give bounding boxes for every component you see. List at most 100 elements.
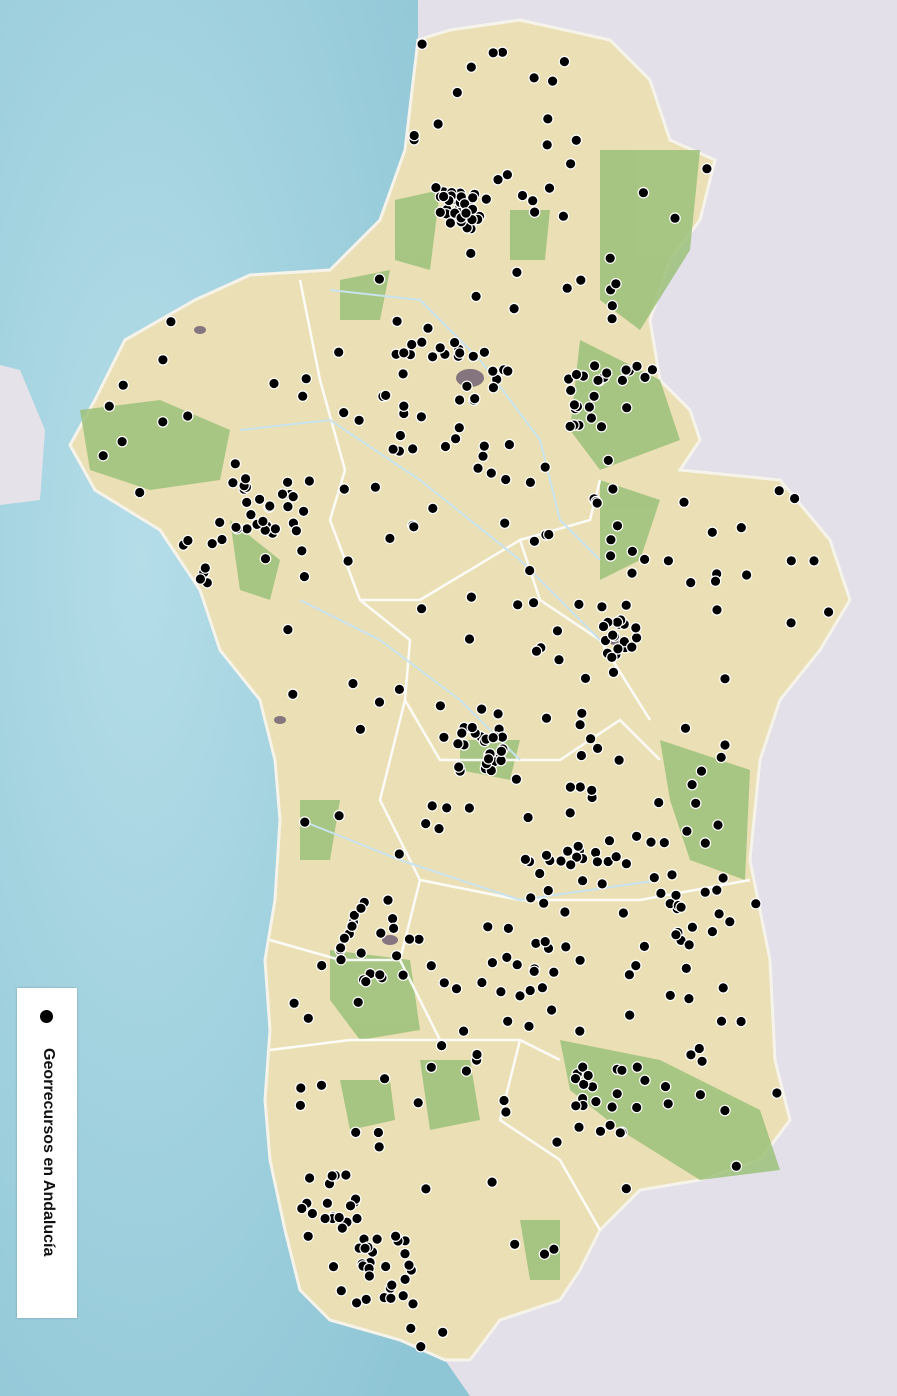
georesource-point <box>287 490 299 503</box>
georesource-point <box>450 982 463 995</box>
georesource-point <box>616 374 629 387</box>
georesource-point <box>408 129 420 142</box>
georesource-point <box>466 721 479 734</box>
georesource-point <box>181 410 194 422</box>
georesource-point <box>340 1169 352 1181</box>
georesource-point <box>453 347 466 359</box>
georesource-point <box>281 476 294 489</box>
georesource-point <box>570 134 583 147</box>
georesource-point <box>499 473 512 486</box>
georesource-point <box>478 346 491 359</box>
georesource-point <box>487 381 500 394</box>
georesource-point <box>591 497 603 509</box>
georesource-point <box>655 887 667 900</box>
georesource-point <box>403 933 416 945</box>
georesource-point <box>492 708 504 720</box>
georesource-point <box>606 1101 618 1113</box>
georesource-point <box>637 186 650 199</box>
georesource-point <box>536 981 549 994</box>
georesource-point <box>386 912 399 925</box>
georesource-point <box>785 617 797 629</box>
georesource-point <box>337 406 350 419</box>
georesource-point <box>463 633 476 645</box>
georesource-point <box>437 190 450 203</box>
georesource-point <box>449 432 462 445</box>
georesource-point <box>564 858 577 871</box>
georesource-point <box>352 996 364 1009</box>
georesource-point <box>511 598 524 611</box>
georesource-point <box>296 390 309 402</box>
georesource-point <box>498 1094 510 1107</box>
georesource-point <box>564 420 576 433</box>
georesource-point <box>259 552 272 565</box>
georesource-point <box>397 347 410 359</box>
georesource-point <box>486 1176 498 1188</box>
georesource-point <box>600 367 613 379</box>
georesource-point <box>683 992 695 1005</box>
georesource-point <box>596 878 608 890</box>
georesource-point <box>551 625 564 637</box>
georesource-point <box>595 420 608 433</box>
georesource-point <box>501 365 514 377</box>
georesource-point <box>500 1106 512 1118</box>
georesource-point <box>701 162 713 175</box>
georesource-point <box>693 1042 706 1055</box>
georesource-point <box>315 959 328 972</box>
georesource-point <box>719 739 731 751</box>
georesource-point <box>405 338 418 351</box>
georesource-point <box>360 1293 372 1306</box>
georesource-point <box>302 1230 314 1243</box>
georesource-point <box>230 521 242 534</box>
georesource-point <box>570 368 583 381</box>
georesource-point <box>397 368 409 380</box>
georesource-point <box>573 1025 586 1037</box>
georesource-point <box>455 727 468 739</box>
georesource-point <box>588 360 601 372</box>
georesource-point <box>589 846 602 859</box>
georesource-point <box>675 901 687 913</box>
georesource-point <box>350 1297 363 1309</box>
georesource-point <box>547 966 560 978</box>
georesource-point <box>269 523 282 535</box>
georesource-point <box>476 976 488 989</box>
georesource-point <box>538 1248 551 1260</box>
georesource-point <box>611 519 624 532</box>
georesource-point <box>540 849 553 862</box>
georesource-point <box>528 535 541 548</box>
georesource-point <box>463 802 476 814</box>
georesource-point <box>415 410 428 423</box>
georesource-point <box>379 1260 392 1273</box>
georesource-point <box>391 315 403 328</box>
georesource-point <box>315 1079 328 1092</box>
georesource-point <box>290 524 303 537</box>
georesource-point <box>785 554 798 567</box>
georesource-point <box>596 600 608 613</box>
georesource-point <box>570 851 583 863</box>
georesource-point <box>524 476 537 489</box>
georesource-point <box>602 454 615 467</box>
georesource-point <box>528 965 540 978</box>
georesource-point <box>699 886 711 898</box>
georesource-point <box>378 1072 391 1085</box>
georesource-point <box>372 1126 385 1139</box>
georesource-point <box>561 282 573 294</box>
georesource-point <box>822 606 835 618</box>
georesource-point <box>681 825 693 837</box>
georesource-point <box>695 765 708 777</box>
georesource-point <box>227 476 239 489</box>
georesource-point <box>465 61 478 73</box>
georesource-point <box>685 1049 697 1061</box>
georesource-point <box>574 781 587 793</box>
georesource-point <box>594 1125 607 1138</box>
georesource-point <box>614 1127 627 1139</box>
georesource-point <box>610 850 622 863</box>
georesource-point <box>788 492 801 505</box>
georesource-point <box>403 1259 415 1271</box>
georesource-point <box>617 907 630 919</box>
georesource-point <box>613 754 625 766</box>
georesource-point <box>638 940 651 953</box>
georesource-point <box>523 1020 535 1033</box>
georesource-point <box>679 722 692 735</box>
rivers <box>239 289 661 902</box>
neighbouring-land <box>0 365 45 505</box>
